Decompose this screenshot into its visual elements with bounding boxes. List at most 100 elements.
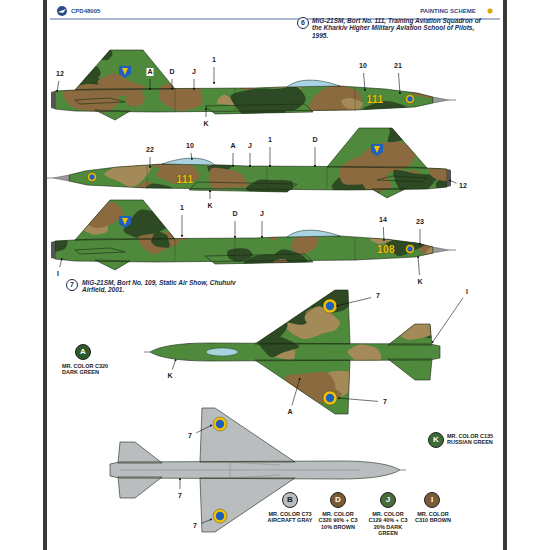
aircraft-bottom-view-part [118,477,162,498]
leader-line [398,73,400,94]
aircraft-side-view-part [53,175,69,181]
aircraft-side-view-part [104,160,151,187]
leader-line [172,359,176,369]
legend-text: MR. COLOR C129 40% + C3 20% DARK GREEN [365,511,411,536]
leader-line [180,478,181,489]
aircraft-side-view-part [387,121,418,142]
aircraft-top-view-part [246,391,296,424]
aircraft-side-view-part [119,66,131,78]
aircraft-top-view-part [206,348,238,356]
callout-letter: 7 [177,492,183,500]
scheme-number: 6 [297,17,309,29]
aircraft-top-view-part [326,394,334,402]
aircraft-side-view-part [209,168,248,189]
callout-letter: K [202,120,209,128]
aircraft-top-view-part [365,395,389,411]
leader-line [150,79,151,90]
swatch-letter: J [386,495,390,504]
aircraft-side-view-part [327,166,328,189]
aircraft-side-view-part [88,173,97,182]
leader-line [214,67,215,84]
aircraft-side-view-part [242,209,286,235]
aircraft-side-view-part [327,128,427,168]
leader-line [57,81,59,92]
aircraft-top-view-part [388,324,432,345]
callout-letter: 10 [358,62,368,70]
aircraft-side-view-part [95,260,130,270]
aircraft-side-view-part [200,53,238,78]
aircraft-bottom-view [110,408,406,532]
leader-line [191,153,192,160]
aircraft-side-view-part [225,68,257,85]
leader-line [338,398,378,401]
aircraft-side-view-part [377,176,427,182]
legend-text: MR. COLOR C310 BROWN [412,511,454,524]
aircraft-side-view [22,37,465,132]
callout-letter: 7 [382,398,388,406]
swatch-letter: D [335,495,341,504]
aircraft-top-view-part [260,397,298,422]
callout-letter: 12 [458,182,468,190]
leader-line [194,79,195,90]
aircraft-side-view-part [89,174,94,179]
aircraft-side-view-part [34,263,54,274]
swatch-letter: I [431,495,433,504]
aircraft-side-view-part [317,99,345,114]
aircraft-top-view-part [194,383,239,402]
aircraft-side-view-part [399,211,431,231]
aircraft-top-view-part [134,321,171,344]
aircraft-top-view-part [375,306,395,319]
aircraft-side-view-part [122,68,128,75]
aircraft-top-view-part [323,391,337,405]
aircraft-side-view [21,179,466,282]
aircraft-side-view-part [341,98,363,110]
page-frame-part [43,0,47,550]
aircraft-side-view-part [267,166,268,189]
aircraft-side-view-part [39,179,84,215]
aircraft-top-view-part [175,304,211,327]
aircraft-side-view-part [364,47,384,62]
aircraft-side-view-part [399,121,417,134]
aircraft-side-view-part [147,166,148,189]
callout-letter: A [229,142,236,150]
leader-line [418,256,419,275]
page-frame [43,0,507,550]
legend-text: MR. COLOR C320 90% + C3 10% BROWN [315,511,361,530]
callout-letter: I [465,288,469,296]
callout-letter: 23 [415,218,425,226]
aircraft-side-view-part [267,249,310,278]
aircraft-side-view-part [189,182,297,192]
callout-letter: 14 [378,216,388,224]
legend-text: MR. COLOR C73 AIRCRAFT GRAY [267,511,313,524]
aircraft-side-view-part [37,118,457,208]
aircraft-side-view-part [406,47,434,62]
callout-letter: J [259,210,265,218]
aircraft-bottom-view-part [118,442,162,463]
aircraft-side-view-part [438,112,468,132]
leader-line [292,378,300,405]
aircraft-top-view-part [326,302,334,310]
aircraft-side-view-part [171,203,208,227]
leader-line [172,79,173,90]
aircraft-side-view-part [235,88,236,111]
page-frame-part [57,6,67,16]
aircraft-top-view [134,279,452,424]
swatch-letter: K [433,435,439,444]
aircraft-top-view-part [372,290,400,310]
aircraft-side-view-part [387,192,432,223]
aircraft-bottom-view-part [213,417,227,431]
aircraft-top-view-part [145,282,445,422]
aircraft-side-view-part [407,96,412,101]
legend-text: MR. COLOR C320 DARK GREEN [62,363,124,376]
aircraft-side-view-part [205,104,313,114]
aircraft-side-view-part [208,114,244,137]
leader-line [250,153,251,167]
leader-line [235,221,236,238]
aircraft-side-view-part [355,88,356,111]
aircraft-top-view-part [219,390,259,416]
callout-letter: 12 [55,70,65,78]
aircraft-top-view-part [150,343,440,361]
aircraft-side-view-part [374,146,380,153]
aircraft-bottom-view-part [400,470,406,471]
callout-letter: 1 [179,204,185,212]
